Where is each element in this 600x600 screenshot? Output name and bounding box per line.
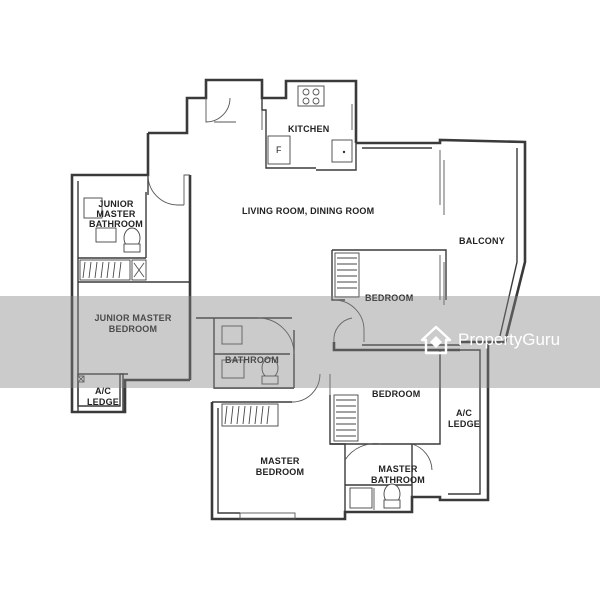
internal-walls — [78, 98, 460, 512]
living-dining-label: LIVING ROOM, DINING ROOM — [242, 206, 375, 216]
markers — [77, 375, 85, 383]
watermark: PropertyGuru — [420, 322, 560, 358]
propertyguru-house-icon — [420, 325, 452, 355]
ac-ledge-left-label: A/C LEDGE — [86, 386, 119, 407]
ac-ledge-right-label: A/C LEDGE — [447, 408, 480, 429]
master-bathroom-label: MASTER BATHROOM — [371, 464, 425, 485]
bedroom-bottom-wardrobe — [333, 394, 359, 442]
kitchen-label: KITCHEN — [288, 124, 330, 134]
kitchen-fixtures — [267, 85, 353, 165]
bathroom-label: BATHROOM — [225, 355, 279, 365]
balcony-doors — [439, 150, 445, 305]
master-wardrobe — [221, 403, 279, 427]
junior-wardrobe — [79, 259, 131, 281]
master-bathroom-fixtures — [349, 483, 401, 510]
watermark-band — [0, 296, 600, 388]
bedroom-top-wardrobe — [334, 252, 360, 298]
junior-master-bedroom-label: JUNIOR MASTER BEDROOM — [94, 313, 172, 334]
bathroom-fixtures — [221, 325, 279, 385]
master-bedroom-label: MASTER BEDROOM — [255, 456, 305, 477]
watermark-text: PropertyGuru — [458, 330, 561, 349]
balcony-label: BALCONY — [459, 236, 505, 246]
doors — [147, 97, 433, 471]
bedroom-bottom-label: BEDROOM — [372, 389, 421, 399]
junior-master-bathroom-label: JUNIOR MASTER BATHROOM — [89, 199, 143, 229]
fridge-label: F — [276, 145, 282, 155]
junior-bathroom-fixtures — [83, 197, 147, 281]
bedroom-top-label: BEDROOM — [365, 293, 414, 303]
